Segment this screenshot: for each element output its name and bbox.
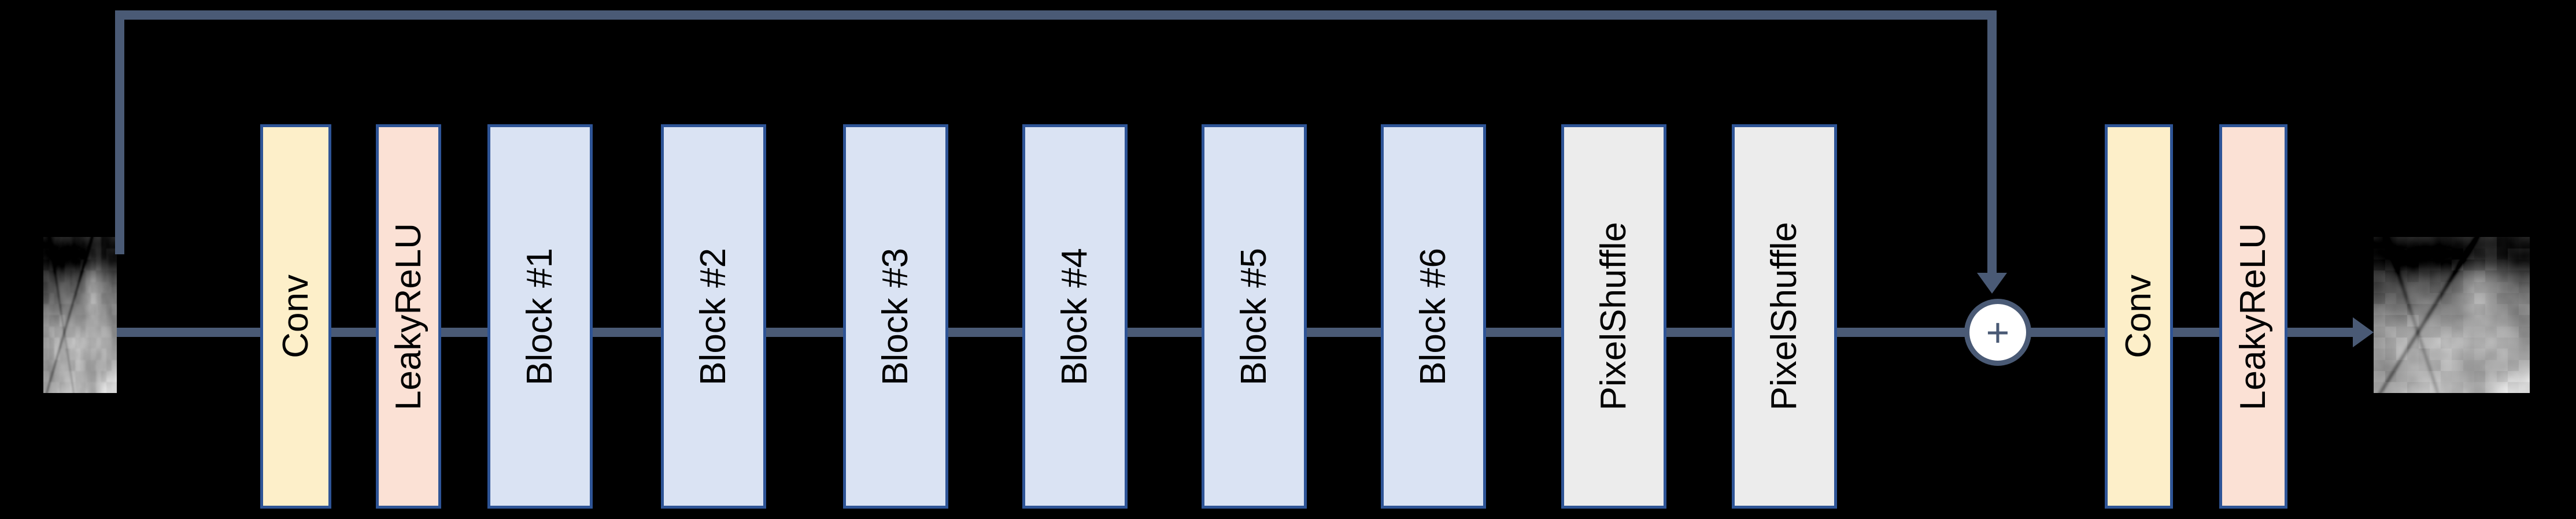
skip-connection-left-riser [115,10,124,254]
skip-connection-arrow-icon [1977,273,2007,294]
node-block-4[interactable]: Block #4 [1022,124,1128,509]
skip-connection-right-drop [1987,10,1997,273]
node-pixelshuffle-2[interactable]: PixelShuffle [1732,124,1837,509]
node-label: PixelShuffle [1594,222,1633,411]
node-label: Block #4 [1055,247,1095,385]
node-label: LeakyReLU [2233,223,2273,410]
node-label: Block #3 [875,247,915,385]
node-label: Block #6 [1413,247,1453,385]
node-block-1[interactable]: Block #1 [487,124,593,509]
plus-icon: + [1986,310,2010,355]
node-pixelshuffle-1[interactable]: PixelShuffle [1561,124,1666,509]
node-block-5[interactable]: Block #5 [1202,124,1307,509]
node-block-3[interactable]: Block #3 [843,124,948,509]
node-label: Block #5 [1234,247,1274,385]
input-image [43,237,117,393]
node-block-2[interactable]: Block #2 [661,124,766,509]
node-block-6[interactable]: Block #6 [1381,124,1486,509]
skip-connection-top-rail [115,10,1997,20]
node-label: Conv [275,275,316,358]
node-label: PixelShuffle [1764,222,1804,411]
node-label: LeakyReLU [388,223,428,410]
node-conv-in[interactable]: Conv [260,124,331,509]
node-label: Block #1 [520,247,560,385]
node-lrelu-in[interactable]: LeakyReLU [376,124,441,509]
node-label: Conv [2119,275,2159,358]
node-label: Block #2 [693,247,733,385]
node-lrelu-out[interactable]: LeakyReLU [2219,124,2287,509]
output-image [2374,237,2530,393]
node-conv-out[interactable]: Conv [2105,124,2173,509]
output-arrow-icon [2353,317,2374,347]
residual-sum-node[interactable]: + [1964,299,2031,366]
